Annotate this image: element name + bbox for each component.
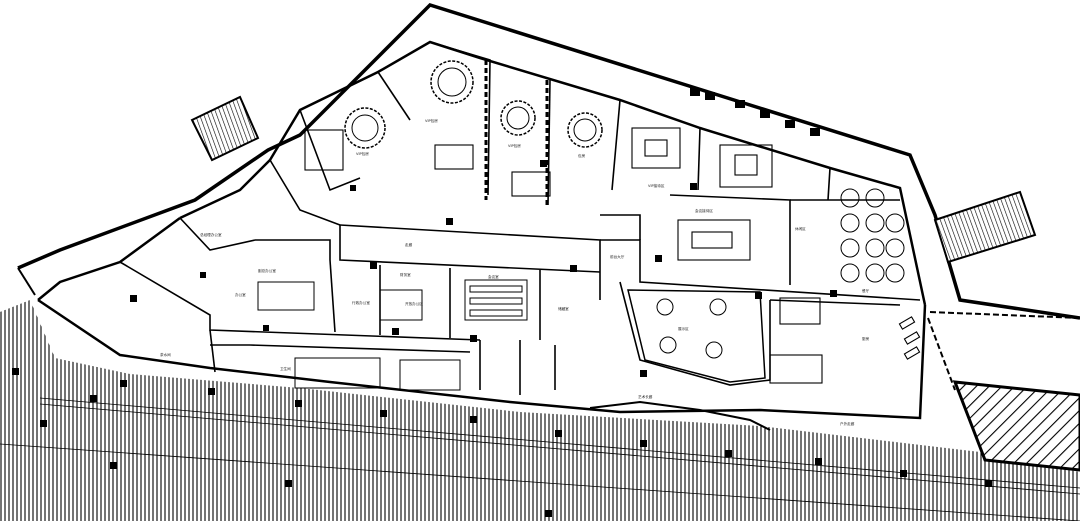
dining-table-grid: [840, 188, 905, 283]
art-gallery-wall: [589, 400, 771, 431]
round-table-2: [430, 60, 474, 104]
terrace-loungers: [898, 316, 921, 360]
hatched-parking: [952, 380, 1080, 472]
road-line-3: [0, 443, 1080, 521]
label-art-gallery: 艺术长廊: [638, 394, 653, 399]
label-corridor: 走廊: [405, 242, 413, 247]
label-leisure: 休闲区: [795, 226, 806, 231]
label-lobby: 前台大厅: [610, 254, 625, 259]
label-vip-room-4: 包房: [578, 153, 586, 158]
label-boss-office: 总经理办公室: [200, 232, 222, 237]
label-vip-room-2: VIP包房: [425, 118, 438, 123]
hatched-pavement: [0, 300, 1080, 521]
round-table-1: [344, 107, 386, 149]
exhibition-platform: [627, 289, 766, 383]
label-finance: 财务室: [400, 272, 411, 277]
label-storage: 储藏室: [558, 306, 569, 311]
label-admin-office: 行政办公室: [352, 300, 370, 305]
stair-east: [933, 190, 1037, 264]
round-dining-tables: [344, 60, 603, 149]
column-grid-line-4: [927, 317, 956, 391]
interior-walls: [119, 41, 921, 395]
label-outdoor-lobby: 户外走廊: [840, 421, 855, 426]
label-kitchen: 厨房: [862, 336, 870, 341]
label-toilet: 卫生间: [280, 366, 291, 371]
building-outline-north: [179, 40, 927, 306]
label-vip-reception: VIP接待区: [648, 183, 665, 188]
column-grid-line-3: [929, 311, 1080, 319]
sofa-lounge-groups: [304, 127, 823, 384]
label-tearoom: 茶水间: [160, 352, 171, 357]
label-exhibition: 展示区: [678, 326, 689, 331]
label-vip-room-3: VIP包房: [508, 143, 521, 148]
label-meeting-room: 会议室: [488, 274, 499, 279]
lounge-chairs-row: [690, 88, 820, 136]
stair-northwest: [190, 95, 260, 162]
conference-tables: [257, 279, 528, 391]
label-reception-hall: 会议接待区: [695, 208, 713, 213]
building-outline-south: [37, 298, 927, 420]
round-table-3: [500, 100, 536, 136]
building-outline-west: [37, 216, 181, 301]
label-open-office: 开放办公区: [405, 301, 423, 306]
structural-columns: [12, 160, 992, 517]
label-vip-room-1: VIP包房: [356, 151, 369, 156]
exhibition-stands: [656, 298, 727, 359]
road-line-2: [39, 403, 1080, 495]
label-dining: 餐厅: [862, 288, 870, 293]
label-gm-office: 副总办公室: [258, 268, 276, 273]
round-table-4: [567, 112, 603, 148]
label-office-a: 办公室: [235, 292, 246, 297]
boundary-wall-west: [17, 267, 36, 296]
room-labels: VIP包房 VIP包房 VIP包房 包房 VIP接待区 会议接待区 总经理办公室…: [160, 118, 870, 426]
